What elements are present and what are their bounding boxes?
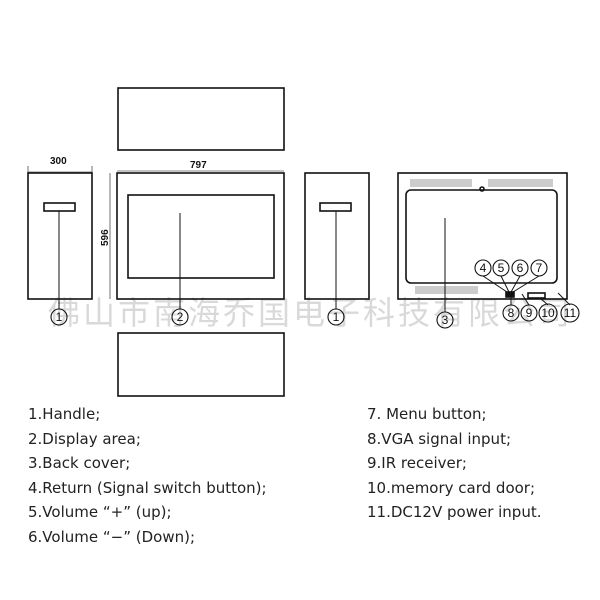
callout-1: 1 — [333, 310, 340, 324]
back-view — [397, 172, 571, 312]
legend-item: 4.Return (Signal switch button); — [28, 478, 267, 497]
callout-8: 8 — [508, 306, 515, 320]
legend-item: 1.Handle; — [28, 405, 101, 423]
legend-left: 1.Handle; 2.Display area; 3.Back cover; … — [28, 402, 267, 549]
callout-2: 2 — [177, 310, 184, 324]
callout-4: 4 — [480, 261, 487, 275]
legend-item: 9.IR receiver; — [367, 454, 467, 472]
handle — [43, 202, 76, 212]
legend-item: 11.DC12V power input. — [367, 503, 542, 521]
front-view: 797 596 — [100, 160, 285, 309]
callout-3: 3 — [442, 313, 449, 327]
legend-item: 10.memory card door; — [367, 478, 536, 497]
height-dimension: 596 — [100, 229, 111, 246]
bottom-view — [117, 332, 285, 397]
legend-item: 5.Volume “+” (up); — [28, 503, 172, 521]
depth-dimension: 300 — [50, 156, 67, 167]
callout-5: 5 — [498, 261, 505, 275]
watermark: 佛山市南海乔国电子科技有限公司 — [48, 294, 574, 332]
handle — [319, 202, 352, 212]
callout-7: 7 — [536, 261, 543, 275]
legend-item: 6.Volume “−” (Down); — [28, 527, 196, 546]
callout-9: 9 — [526, 306, 533, 320]
callout-11: 11 — [564, 306, 577, 320]
back-cover — [405, 189, 558, 284]
legend-item: 2.Display area; — [28, 429, 141, 448]
top-view — [117, 87, 285, 151]
legend-right: 7. Menu button; 8.VGA signal input; 9.IR… — [367, 402, 541, 525]
legend-item: 7. Menu button; — [367, 405, 487, 423]
left-side-view: 300 — [27, 156, 93, 309]
vga-port — [505, 291, 515, 298]
legend-item: 3.Back cover; — [28, 454, 131, 472]
right-side-view — [304, 172, 370, 309]
callout-1: 1 — [56, 310, 63, 324]
callout-6: 6 — [517, 261, 524, 275]
legend-item: 8.VGA signal input; — [367, 429, 512, 448]
display-area — [127, 194, 275, 279]
callout-10: 10 — [541, 306, 555, 320]
memory-card-door — [527, 292, 546, 299]
width-dimension: 797 — [190, 160, 207, 171]
